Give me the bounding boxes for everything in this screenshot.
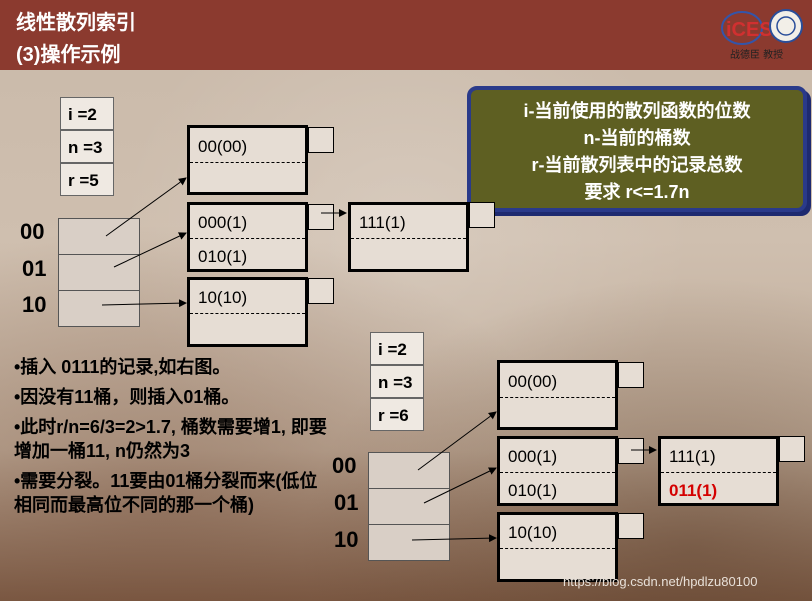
- param-r-before: r =5: [60, 163, 114, 196]
- bucket-10-after: 10(10): [497, 512, 618, 582]
- slide-title: 线性散列索引: [16, 12, 136, 34]
- dir-label-01-after: 01: [334, 490, 359, 515]
- logo-letters: iCES: [726, 19, 773, 41]
- arrow-dir01-after: [423, 467, 497, 504]
- divider: [661, 472, 776, 473]
- param-i-after: i =2: [370, 332, 424, 365]
- legend-line-requirement: 要求 r<=1.7n: [584, 182, 690, 202]
- bullet-4: •需要分裂。11要由01桶分裂而来(低位相同而最高位不同的那一个桶): [14, 471, 318, 515]
- watermark: https://blog.csdn.net/hpdlzu80100: [563, 574, 758, 589]
- slide-subtitle: (3)操作示例: [16, 44, 121, 66]
- new-record: 011(1): [669, 481, 718, 500]
- dir-slot-00-before: [58, 218, 140, 255]
- legend-line-n: n-当前的桶数: [583, 128, 691, 148]
- overflow-pointer-01-before: [308, 204, 334, 230]
- record: 10(10): [508, 523, 558, 542]
- divider: [500, 472, 615, 473]
- divider: [190, 238, 305, 239]
- legend-line-r: r-当前散列表中的记录总数: [531, 155, 743, 175]
- divider: [190, 313, 305, 314]
- bullet-1: •插入 0111的记录,如右图。: [14, 357, 231, 377]
- record: 111(1): [359, 213, 406, 232]
- explanation-text: •插入 0111的记录,如右图。 •因没有11桶，则插入01桶。 •此时r/n=…: [14, 355, 334, 523]
- legend-box: i-当前使用的散列函数的位数 n-当前的桶数 r-当前散列表中的记录总数 要求 …: [467, 86, 807, 212]
- arrow-dir01-before: [113, 232, 187, 268]
- legend-line-i: i-当前使用的散列函数的位数: [523, 101, 751, 121]
- overflow-pointer-10-before: [308, 278, 334, 304]
- arrow-dir00-after: [417, 411, 497, 471]
- bucket-00-before: 00(00): [187, 125, 308, 195]
- overflow-pointer-ov-before: [469, 202, 495, 228]
- dir-label-10-before: 10: [22, 292, 47, 317]
- dir-label-00-before: 00: [20, 219, 45, 244]
- overflow-pointer-ov-after: [779, 436, 805, 462]
- author-label: 战德臣 教授: [730, 50, 784, 61]
- record: 000(1): [508, 447, 558, 466]
- overflow-bucket-before: 111(1): [348, 202, 469, 272]
- bucket-01-before: 000(1) 010(1): [187, 202, 308, 272]
- bullet-3: •此时r/n=6/3=2>1.7, 桶数需要增1, 即要增加一桶11, n仍然为…: [14, 417, 327, 461]
- overflow-pointer-00-before: [308, 127, 334, 153]
- title-bar: 线性散列索引 (3)操作示例 iCES 战德臣 教授: [0, 0, 812, 70]
- logo-icon: iCES: [721, 9, 803, 45]
- divider: [500, 548, 615, 549]
- bucket-01-after: 000(1) 010(1): [497, 436, 618, 506]
- param-r-after: r =6: [370, 398, 424, 431]
- record: 000(1): [198, 213, 248, 232]
- record: 00(00): [508, 372, 558, 391]
- divider: [351, 238, 466, 239]
- divider: [500, 397, 615, 398]
- record: 010(1): [198, 247, 248, 266]
- arrow-dir10-before: [101, 299, 187, 308]
- param-n-after: n =3: [370, 365, 424, 398]
- param-i-before: i =2: [60, 97, 114, 130]
- record: 10(10): [198, 288, 248, 307]
- param-n-before: n =3: [60, 130, 114, 163]
- record: 010(1): [508, 481, 558, 500]
- arrow-dir10-after: [411, 534, 497, 543]
- dir-label-10-after: 10: [334, 527, 359, 552]
- bucket-10-before: 10(10): [187, 277, 308, 347]
- dir-label-00-after: 00: [332, 453, 357, 478]
- dir-slot-01-after: [368, 488, 450, 525]
- overflow-pointer-01-after: [618, 438, 644, 464]
- record: 00(00): [198, 137, 248, 156]
- overflow-pointer-00-after: [618, 362, 644, 388]
- bucket-00-after: 00(00): [497, 360, 618, 430]
- dir-slot-10-after: [368, 524, 450, 561]
- overflow-bucket-after: 111(1) 011(1): [658, 436, 779, 506]
- divider: [190, 162, 305, 163]
- dir-slot-10-before: [58, 290, 140, 327]
- record: 111(1): [669, 447, 716, 466]
- bullet-2: •因没有11桶，则插入01桶。: [14, 387, 240, 407]
- arrow-dir00-before: [105, 177, 187, 237]
- overflow-pointer-10-after: [618, 513, 644, 539]
- dir-label-01-before: 01: [22, 256, 47, 281]
